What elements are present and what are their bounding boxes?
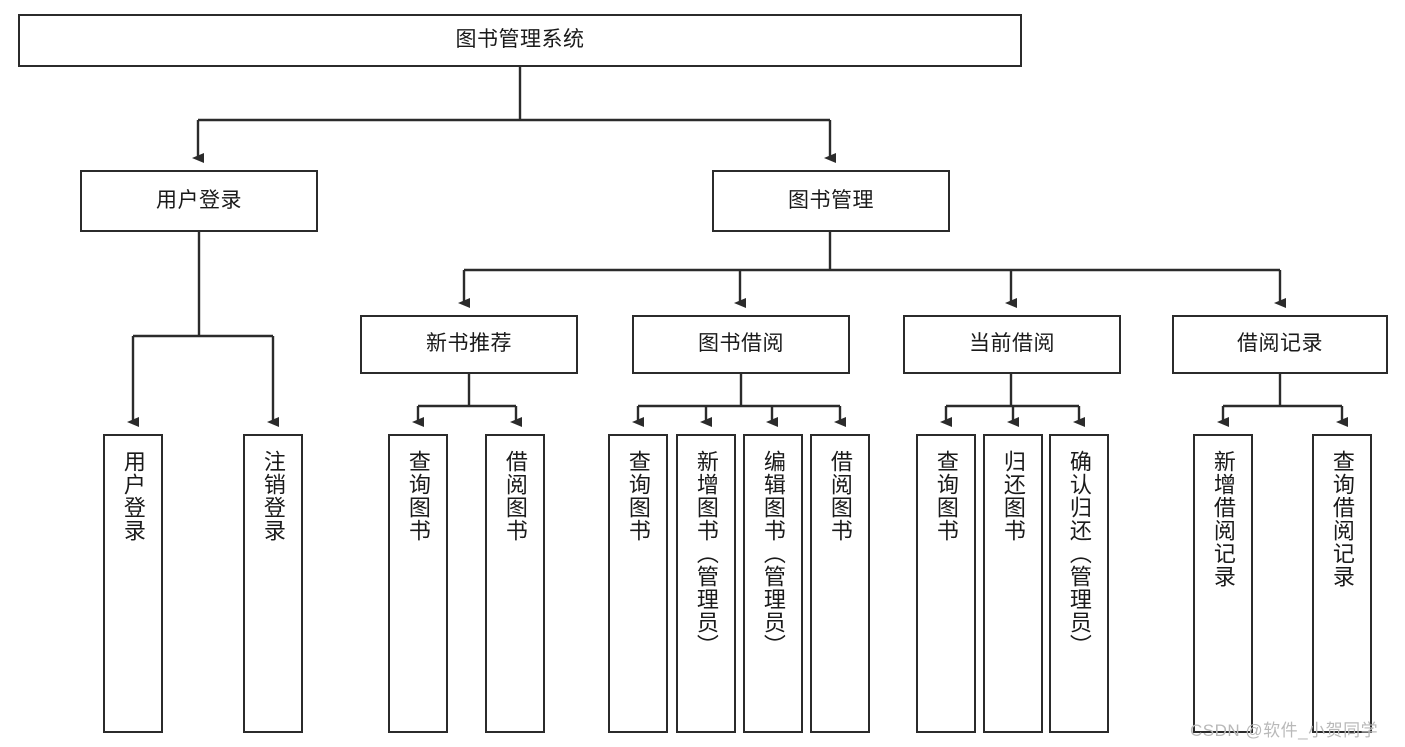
node-label: 新书推荐 <box>426 332 512 356</box>
node-label: 新增图书（管理员） <box>693 450 719 657</box>
node-leaf-add-book[interactable]: 新增图书（管理员） <box>676 434 736 733</box>
node-label: 用户登录 <box>120 450 146 542</box>
node-leaf-borrow-book-1[interactable]: 借阅图书 <box>485 434 545 733</box>
node-label: 查询图书 <box>933 450 959 542</box>
node-label: 当前借阅 <box>969 332 1055 356</box>
node-label: 查询图书 <box>405 450 431 542</box>
node-book-borrow[interactable]: 图书借阅 <box>632 315 850 374</box>
node-label: 查询图书 <box>625 450 651 542</box>
node-current-borrow[interactable]: 当前借阅 <box>903 315 1121 374</box>
node-label: 注销登录 <box>260 450 286 542</box>
node-label: 图书管理 <box>788 188 874 212</box>
node-leaf-edit-book[interactable]: 编辑图书（管理员） <box>743 434 803 733</box>
node-label: 查询借阅记录 <box>1329 450 1355 588</box>
node-label: 借阅记录 <box>1237 332 1323 356</box>
node-label: 确认归还（管理员） <box>1066 450 1092 657</box>
node-leaf-add-record[interactable]: 新增借阅记录 <box>1193 434 1253 733</box>
node-leaf-user-login[interactable]: 用户登录 <box>103 434 163 733</box>
node-label: 归还图书 <box>1000 450 1026 542</box>
node-leaf-borrow-book-2[interactable]: 借阅图书 <box>810 434 870 733</box>
node-leaf-user-logout[interactable]: 注销登录 <box>243 434 303 733</box>
node-leaf-query-book-1[interactable]: 查询图书 <box>388 434 448 733</box>
node-leaf-query-book-3[interactable]: 查询图书 <box>916 434 976 733</box>
node-root-book-management-system[interactable]: 图书管理系统 <box>18 14 1022 67</box>
node-label: 新增借阅记录 <box>1210 450 1236 588</box>
csdn-watermark: CSDN @软件_小贺同学 <box>1190 721 1379 740</box>
node-label: 图书借阅 <box>698 332 784 356</box>
node-book-management[interactable]: 图书管理 <box>712 170 950 232</box>
node-label: 借阅图书 <box>827 450 853 542</box>
node-label: 图书管理系统 <box>455 28 585 52</box>
node-leaf-query-record[interactable]: 查询借阅记录 <box>1312 434 1372 733</box>
node-label: 编辑图书（管理员） <box>760 450 786 657</box>
node-label: 用户登录 <box>156 188 242 212</box>
node-new-book-recommend[interactable]: 新书推荐 <box>360 315 578 374</box>
node-leaf-confirm-return[interactable]: 确认归还（管理员） <box>1049 434 1109 733</box>
node-user-login[interactable]: 用户登录 <box>80 170 318 232</box>
node-leaf-query-book-2[interactable]: 查询图书 <box>608 434 668 733</box>
node-borrow-record[interactable]: 借阅记录 <box>1172 315 1388 374</box>
node-leaf-return-book[interactable]: 归还图书 <box>983 434 1043 733</box>
node-label: 借阅图书 <box>502 450 528 542</box>
